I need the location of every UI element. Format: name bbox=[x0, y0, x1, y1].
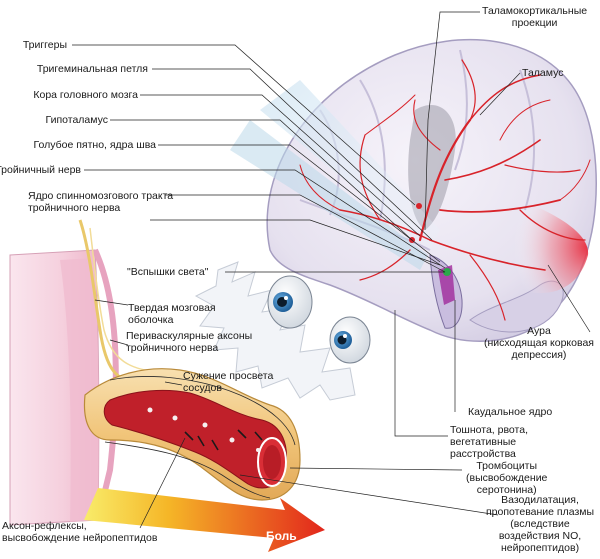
label-triggers: Триггеры bbox=[22, 39, 67, 51]
leader-lines bbox=[72, 11, 591, 529]
label-dura: Твердая мозговая оболочка bbox=[128, 302, 216, 326]
meninges bbox=[9, 248, 119, 526]
label-trigeminal-nerve: Тройничный нерв bbox=[0, 164, 81, 176]
label-nausea: Тошнота, рвота, вегетативные расстройств… bbox=[450, 424, 528, 460]
label-locus-coeruleus: Голубое пятно, ядра шва bbox=[33, 139, 156, 151]
label-pain: Боль bbox=[266, 529, 297, 543]
label-vasodilation: Вазодилатация, пропотевание плазмы (всле… bbox=[486, 494, 595, 554]
label-spinal-nucleus: Ядро спинномозгового тракта тройничного … bbox=[28, 190, 174, 214]
label-axon-reflex: Аксон-рефлексы, высвобождение нейропепти… bbox=[2, 520, 158, 544]
label-thalamocortical: Таламокортикальные проекции bbox=[482, 5, 588, 29]
label-cortex: Кора головного мозга bbox=[33, 89, 138, 101]
blood-vessel bbox=[83, 368, 301, 501]
label-platelets: Тромбоциты (высвобождение серотонина) bbox=[466, 460, 548, 496]
label-aura: Аура (нисходящая корковая депрессия) bbox=[484, 325, 594, 361]
light-flash-cloud bbox=[194, 261, 371, 401]
pain-arrow bbox=[84, 488, 325, 552]
label-hypothalamus: Гипоталамус bbox=[45, 114, 108, 126]
trigger-dot bbox=[416, 203, 422, 209]
brain bbox=[230, 39, 597, 342]
label-caudal-nucleus: Каудальное ядро bbox=[468, 406, 553, 418]
label-flashes: "Вспышки света" bbox=[127, 266, 209, 278]
label-trigeminal-loop: Тригеминальная петля bbox=[36, 63, 148, 75]
label-thalamus: Таламус bbox=[522, 67, 564, 79]
label-perivascular-axons: Периваскулярные аксоны тройничного нерва bbox=[126, 330, 253, 354]
label-vessel-narrowing: Сужение просвета сосудов bbox=[183, 370, 274, 394]
